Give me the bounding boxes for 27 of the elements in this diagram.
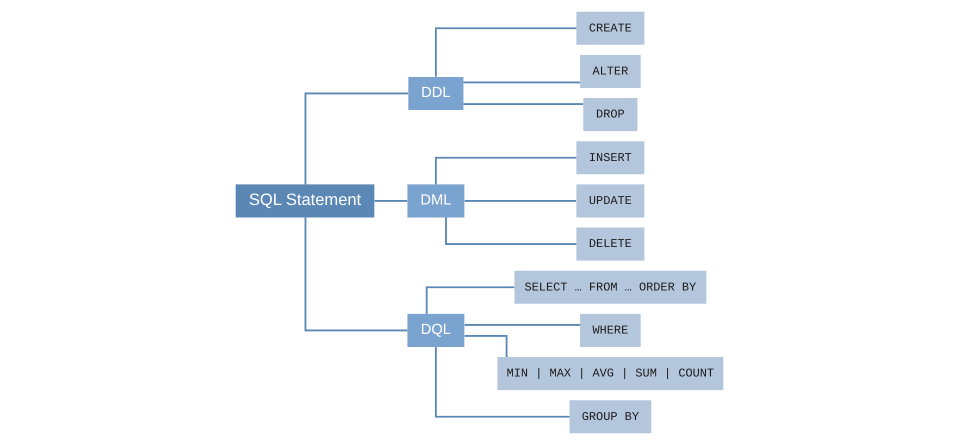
node-box: MIN | MAX | AVG | SUM | COUNT bbox=[497, 357, 724, 390]
connector bbox=[434, 347, 570, 418]
connector bbox=[304, 92, 408, 184]
connector bbox=[304, 218, 408, 332]
connector bbox=[464, 324, 580, 326]
node-box: DROP bbox=[583, 98, 638, 132]
connector bbox=[434, 156, 576, 184]
node-box: SQL Statement bbox=[236, 184, 374, 218]
connector bbox=[445, 217, 576, 245]
connector bbox=[426, 286, 514, 314]
node-box: WHERE bbox=[580, 314, 641, 347]
node-box: SELECT … FROM … ORDER BY bbox=[514, 270, 706, 304]
node-box: DML bbox=[407, 184, 464, 218]
connector bbox=[464, 103, 584, 105]
connector bbox=[464, 335, 508, 357]
connector bbox=[434, 27, 576, 77]
node-box: DELETE bbox=[576, 228, 644, 261]
node-box: DDL bbox=[408, 76, 464, 110]
node-box: ALTER bbox=[580, 54, 641, 88]
node-box: GROUP BY bbox=[570, 400, 652, 434]
connector bbox=[464, 200, 576, 202]
connector bbox=[464, 82, 580, 84]
node-box: UPDATE bbox=[576, 184, 644, 218]
node-box: DQL bbox=[407, 314, 464, 347]
node-box: CREATE bbox=[576, 12, 644, 45]
connector bbox=[374, 200, 408, 202]
node-box: INSERT bbox=[576, 141, 644, 174]
